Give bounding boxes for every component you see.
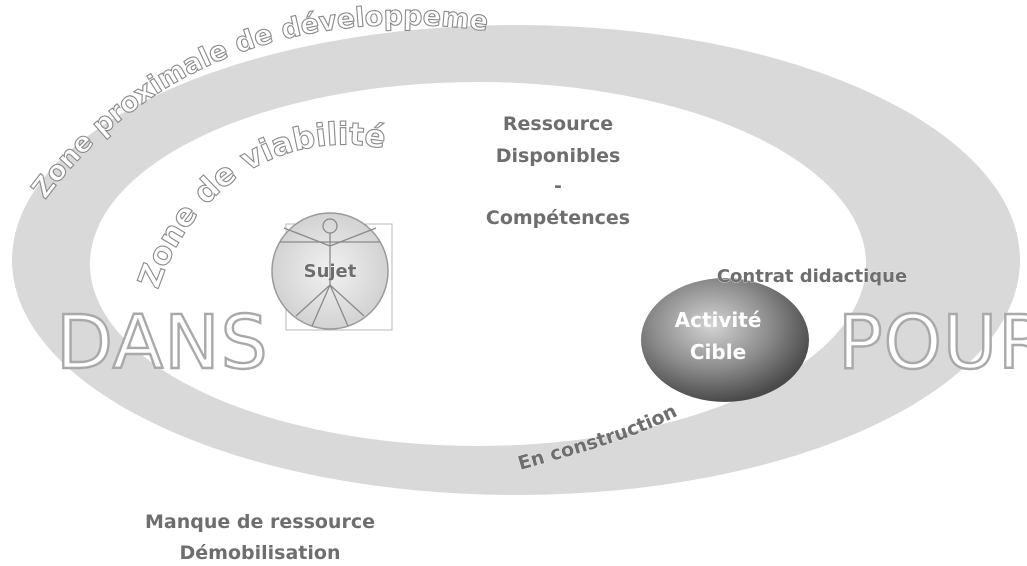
lack-line-1: Manque de ressource [145, 511, 375, 533]
target-line-1: Activité [675, 308, 762, 332]
resources-line-2: Disponibles [496, 145, 621, 167]
vitruvian-man-icon [271, 212, 393, 331]
pour-label: POUR [838, 300, 1027, 386]
resources-line-1: Ressource [503, 113, 613, 135]
lack-line-2: Démobilisation [180, 542, 341, 564]
target-activity-node: Activité Cible [641, 278, 809, 402]
lack-block: Manque de ressource Démobilisation [145, 511, 376, 565]
target-line-2: Cible [690, 340, 746, 364]
resources-line-4: Compétences [486, 207, 630, 229]
contract-label: Contrat didactique [717, 266, 907, 287]
resources-line-3: - [554, 175, 562, 197]
subject-label: Sujet [304, 261, 357, 282]
resources-block: Ressource Disponibles - Compétences [486, 113, 631, 230]
subject-node: Sujet [271, 212, 393, 331]
dans-label: DANS [56, 300, 269, 386]
